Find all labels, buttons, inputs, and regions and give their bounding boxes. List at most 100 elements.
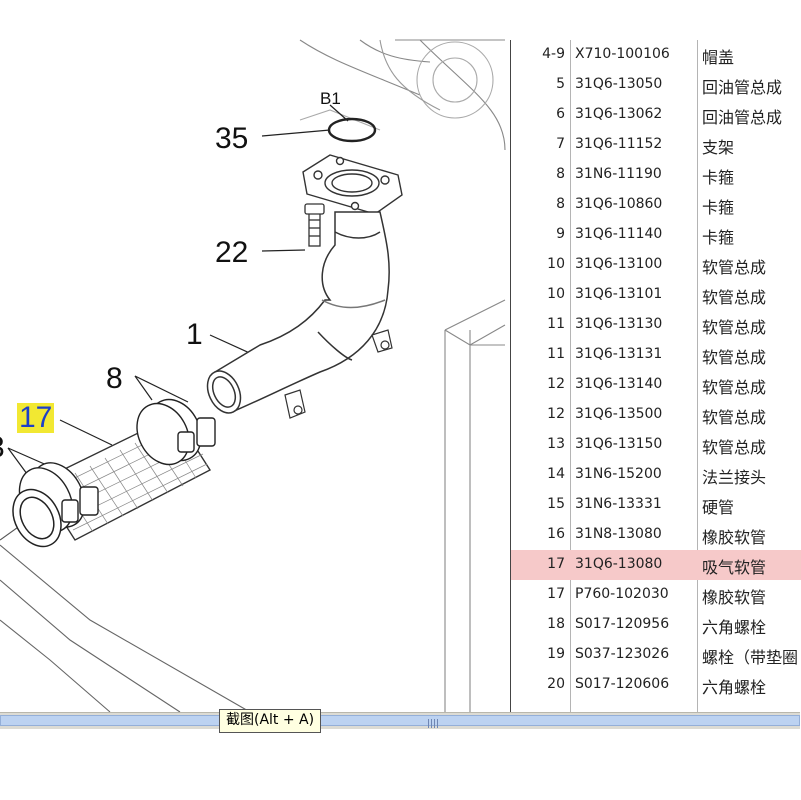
parts-row[interactable]: 10 31Q6-13101 软管总成 — [511, 280, 801, 310]
parts-row-name: 卡箍 — [702, 228, 735, 247]
parts-row[interactable]: 17 P760-102030 橡胶软管 — [511, 580, 801, 610]
parts-row-code: X710-100106 — [575, 46, 670, 62]
parts-row-index: 10 — [547, 286, 565, 302]
parts-row-index: 12 — [547, 376, 565, 392]
parts-row[interactable]: 8 31Q6-10860 卡箍 — [511, 190, 801, 220]
parts-row-index: 18 — [547, 616, 565, 632]
parts-row-index: 19 — [547, 646, 565, 662]
parts-row-name: 橡胶软管 — [702, 588, 767, 607]
callout-22: 22 — [215, 236, 249, 269]
parts-row-name: 软管总成 — [702, 408, 767, 427]
o-ring — [327, 117, 377, 143]
parts-row-name: 软管总成 — [702, 348, 767, 367]
parts-row[interactable]: 6 31Q6-13062 回油管总成 — [511, 100, 801, 130]
parts-row-name: 六角螺栓 — [702, 618, 767, 637]
parts-row-code: S017-120606 — [575, 676, 670, 692]
parts-row-name: 回油管总成 — [702, 108, 783, 127]
parts-row[interactable]: 4-9 X710-100106 帽盖 — [511, 40, 801, 70]
parts-diagram[interactable]: B1 35 22 1 8 17 3 — [0, 39, 510, 713]
parts-row-name: 硬管 — [702, 498, 735, 517]
parts-row-index: 6 — [556, 106, 565, 122]
callout-8: 8 — [106, 362, 123, 395]
parts-row-code: 31Q6-11140 — [575, 226, 663, 242]
parts-list[interactable]: 4-9 X710-100106 帽盖 5 31Q6-13050 回油管总成 6 31Q6-13… — [510, 40, 801, 712]
parts-row-index: 5 — [556, 76, 565, 92]
parts-row-index: 9 — [556, 226, 565, 242]
parts-row-index: 20 — [547, 676, 565, 692]
parts-row-index: 17 — [547, 586, 565, 602]
callout-3-partial: 3 — [0, 433, 5, 463]
parts-row[interactable]: 14 31N6-15200 法兰接头 — [511, 460, 801, 490]
callout-17-highlighted[interactable]: 17 — [17, 401, 55, 434]
parts-row-code: 31Q6-13100 — [575, 256, 663, 272]
callout-35: 35 — [215, 122, 249, 155]
parts-row-index: 8 — [556, 166, 565, 182]
parts-row-name: 帽盖 — [702, 48, 735, 67]
parts-row-index: 15 — [547, 496, 565, 512]
parts-row[interactable]: 10 31Q6-13100 软管总成 — [511, 250, 801, 280]
pipe-drawing — [0, 39, 506, 713]
parts-row-index: 8 — [556, 196, 565, 212]
parts-row-index: 7 — [556, 136, 565, 152]
parts-row[interactable]: 5 31Q6-13050 回油管总成 — [511, 70, 801, 100]
parts-row-code: 31Q6-13131 — [575, 346, 663, 362]
parts-row-name: 卡箍 — [702, 168, 735, 187]
parts-row[interactable]: 12 31Q6-13500 软管总成 — [511, 400, 801, 430]
parts-row-code: S017-120956 — [575, 616, 670, 632]
parts-row[interactable]: 18 S017-120956 六角螺栓 — [511, 610, 801, 640]
parts-row[interactable]: 16 31N8-13080 橡胶软管 — [511, 520, 801, 550]
scroll-thumb[interactable] — [0, 715, 800, 728]
parts-row-code: P760-102030 — [575, 586, 669, 602]
parts-row-code: 31N6-11190 — [575, 166, 662, 182]
parts-row-code: 31N6-15200 — [575, 466, 662, 482]
parts-row-index: 17 — [547, 556, 565, 572]
parts-row-name: 软管总成 — [702, 288, 767, 307]
parts-row-name: 吸气软管 — [702, 558, 767, 577]
parts-row-name: 橡胶软管 — [702, 528, 767, 547]
parts-row-index: 16 — [547, 526, 565, 542]
blank-area — [0, 729, 800, 800]
horizontal-scrollbar[interactable] — [0, 712, 800, 729]
parts-row-code: 31N8-13080 — [575, 526, 662, 542]
grip-icon — [428, 719, 440, 728]
parts-row-index: 11 — [547, 316, 565, 332]
parts-row-index: 4-9 — [542, 46, 565, 62]
parts-row-index: 12 — [547, 406, 565, 422]
parts-row-code: 31Q6-13140 — [575, 376, 663, 392]
parts-row-name: 回油管总成 — [702, 78, 783, 97]
parts-row-code: 31Q6-13150 — [575, 436, 663, 452]
parts-row-name: 支架 — [702, 138, 735, 157]
parts-row[interactable]: 13 31Q6-13150 软管总成 — [511, 430, 801, 460]
callout-1: 1 — [186, 318, 203, 351]
parts-row[interactable]: 15 31N6-13331 硬管 — [511, 490, 801, 520]
parts-row[interactable]: 8 31N6-11190 卡箍 — [511, 160, 801, 190]
parts-row-index: 14 — [547, 466, 565, 482]
parts-row-code: 31Q6-13050 — [575, 76, 663, 92]
parts-row[interactable]: 12 31Q6-13140 软管总成 — [511, 370, 801, 400]
parts-row-index: 10 — [547, 256, 565, 272]
parts-row-name: 六角螺栓 — [702, 678, 767, 697]
parts-row-name: 软管总成 — [702, 378, 767, 397]
parts-row-name: 卡箍 — [702, 198, 735, 217]
parts-row-code: 31Q6-10860 — [575, 196, 663, 212]
screenshot-tooltip: 截图(Alt + A) — [219, 709, 322, 733]
parts-row-code: 31N6-13331 — [575, 496, 662, 512]
parts-row[interactable]: 20 S017-120606 六角螺栓 — [511, 670, 801, 700]
parts-row-index: 13 — [547, 436, 565, 452]
parts-row-name: 软管总成 — [702, 438, 767, 457]
parts-row-name: 螺栓（带垫圈 — [702, 648, 799, 667]
parts-row-name: 软管总成 — [702, 258, 767, 277]
parts-row-name: 软管总成 — [702, 318, 767, 337]
parts-row[interactable]: 9 31Q6-11140 卡箍 — [511, 220, 801, 250]
callout-b1: B1 — [320, 89, 341, 108]
parts-row-code: 31Q6-13062 — [575, 106, 663, 122]
parts-row-name: 法兰接头 — [702, 468, 767, 487]
parts-row-code: 31Q6-13101 — [575, 286, 663, 302]
parts-row-code: 31Q6-13500 — [575, 406, 663, 422]
